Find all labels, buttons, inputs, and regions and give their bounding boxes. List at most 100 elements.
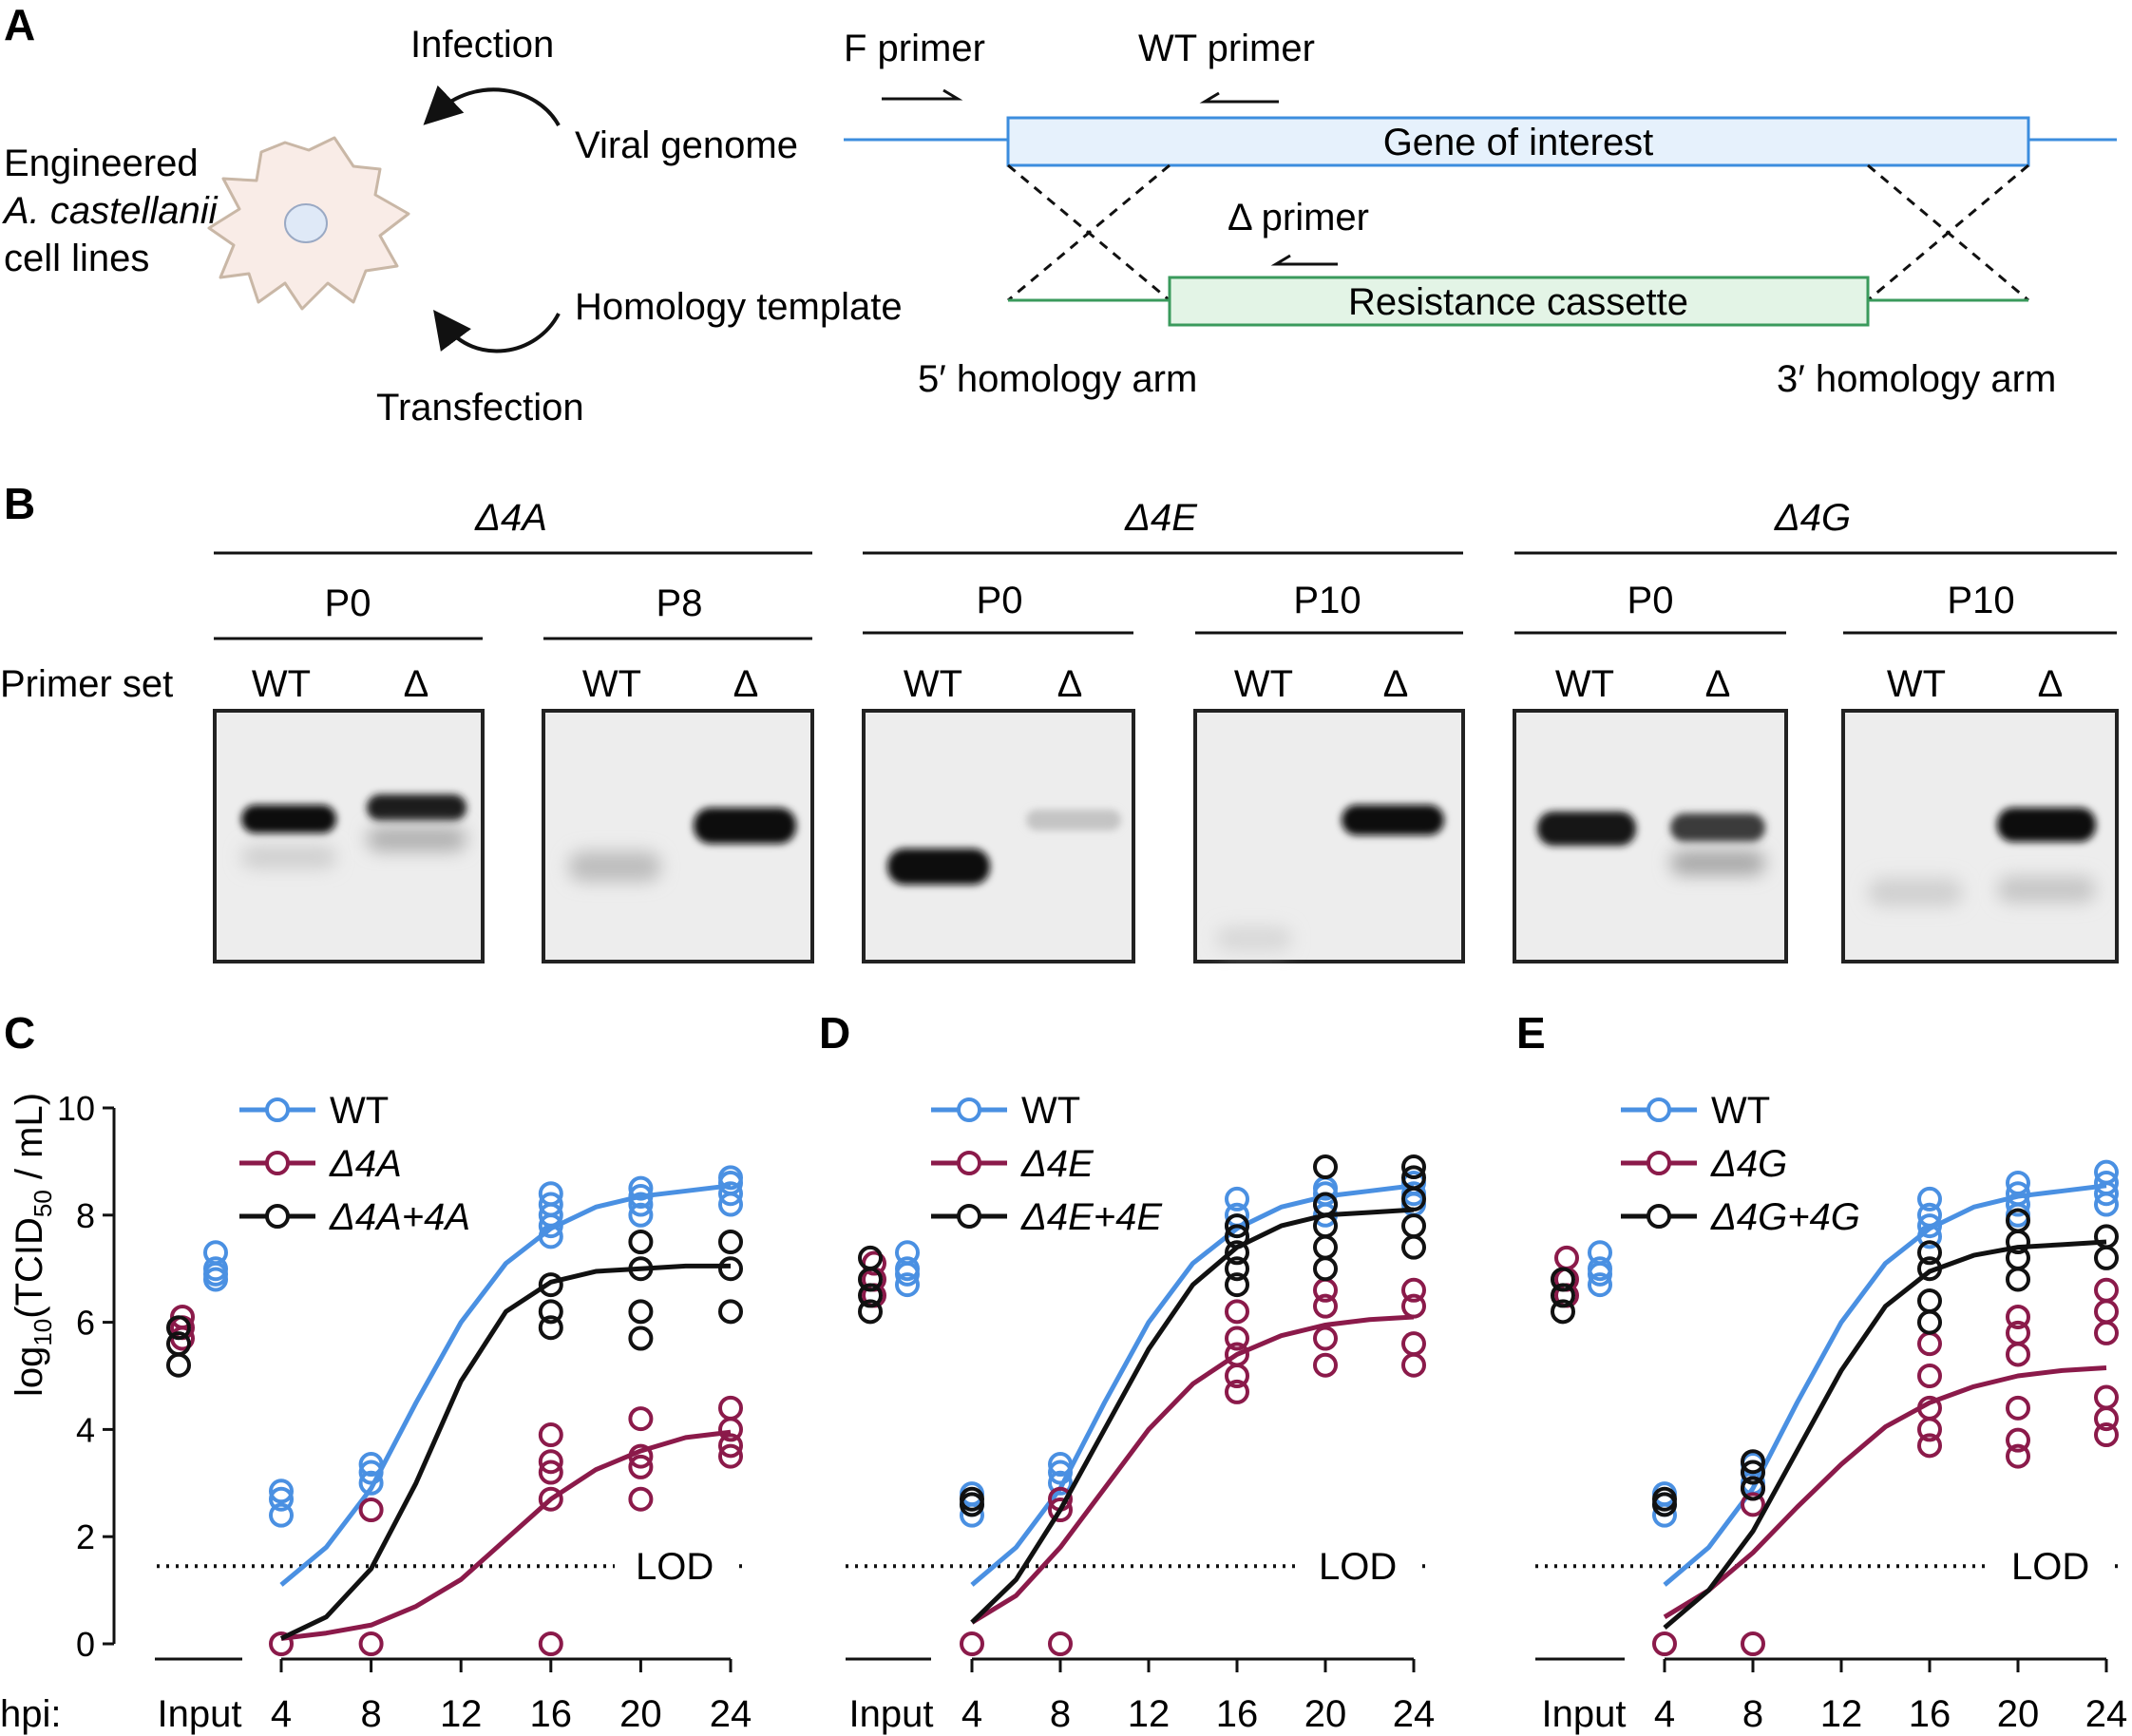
x-tick-label: Input	[1542, 1693, 1627, 1735]
data-point	[1225, 1224, 1249, 1250]
data-point	[1917, 1186, 1942, 1211]
data-point	[1048, 1470, 1073, 1496]
y-tick-label: 4	[76, 1410, 95, 1449]
data-point	[1225, 1256, 1249, 1282]
data-point	[538, 1192, 563, 1217]
input-point	[1551, 1299, 1575, 1325]
x-tick-label: 24	[1393, 1693, 1436, 1735]
legend-marker	[957, 1204, 981, 1229]
input-point	[1551, 1267, 1575, 1292]
data-point	[358, 1631, 384, 1656]
lane-label: Δ	[1383, 663, 1409, 705]
x-tick-label: 4	[961, 1693, 982, 1735]
data-point	[1401, 1154, 1426, 1180]
cell-line-label-3: cell lines	[4, 238, 149, 279]
lane-label: WT	[904, 663, 962, 705]
lane-label: Δ	[1705, 663, 1731, 705]
f-primer-label: F primer	[844, 28, 985, 69]
passage-label-d4e-p10: P10	[1293, 580, 1361, 621]
data-point	[1741, 1459, 1765, 1485]
cell-line-label-2: A. castellanii	[2, 190, 219, 232]
fit-curve	[280, 1429, 732, 1641]
data-point	[269, 1502, 294, 1528]
data-point	[628, 1299, 654, 1325]
data-point	[2006, 1267, 2030, 1292]
data-point	[538, 1459, 563, 1485]
passage-label-d4a-p8: P8	[657, 582, 703, 624]
data-point	[1048, 1459, 1073, 1485]
y-tick-label: 10	[57, 1089, 95, 1128]
data-point	[2094, 1245, 2119, 1270]
panel-letter-e: E	[1516, 1008, 1546, 1058]
passage-label-d4g-p0: P0	[1628, 580, 1674, 621]
fit-curve	[1663, 1365, 2107, 1619]
input-point	[895, 1272, 920, 1298]
legend-label: Δ4G	[1710, 1143, 1787, 1185]
fit-curve	[279, 1263, 731, 1641]
legend-label: Δ4E	[1020, 1143, 1095, 1185]
data-point	[1401, 1293, 1426, 1319]
lane-label: WT	[1234, 663, 1293, 705]
data-point	[718, 1433, 743, 1459]
gel-image-d4a-p0	[213, 709, 485, 963]
x-tick-label: 20	[1304, 1693, 1347, 1735]
legend-marker	[957, 1151, 981, 1175]
data-point	[718, 1299, 743, 1325]
data-point	[1225, 1240, 1249, 1266]
x-tick-label: 4	[1654, 1693, 1675, 1735]
data-point	[1313, 1234, 1338, 1260]
panel-letter-c: C	[4, 1008, 35, 1058]
data-point	[538, 1422, 563, 1448]
delta-primer-label: Δ primer	[1228, 197, 1369, 238]
lane-label: WT	[582, 663, 641, 705]
data-point	[2094, 1159, 2119, 1185]
y-tick-label: 8	[76, 1196, 95, 1235]
data-point	[628, 1443, 654, 1469]
input-point	[858, 1245, 883, 1270]
legend-label: WT	[1021, 1090, 1080, 1132]
infection-label: Infection	[410, 24, 554, 66]
data-point	[628, 1184, 654, 1210]
data-point	[1917, 1433, 1942, 1459]
data-point	[1917, 1309, 1942, 1335]
gel-image-d4e-p10	[1193, 709, 1465, 963]
legend-label: Δ4G+4G	[1710, 1196, 1860, 1238]
fit-curve	[279, 1183, 732, 1587]
data-point	[1741, 1631, 1765, 1656]
data-point	[628, 1406, 654, 1432]
data-point	[1917, 1331, 1942, 1357]
data-point	[1313, 1326, 1338, 1351]
data-point	[1313, 1256, 1338, 1282]
legend-marker	[1647, 1151, 1671, 1175]
x-tick-label: 12	[1128, 1693, 1171, 1735]
data-point	[628, 1202, 654, 1228]
data-point	[1313, 1154, 1338, 1180]
data-point	[538, 1181, 563, 1207]
data-point	[538, 1315, 563, 1341]
transfection-label: Transfection	[376, 387, 584, 429]
legend-label: WT	[330, 1090, 389, 1132]
data-point	[1225, 1379, 1249, 1404]
data-point	[1401, 1234, 1426, 1260]
data-point	[1917, 1288, 1942, 1314]
data-point	[358, 1452, 384, 1478]
data-point	[269, 1486, 294, 1512]
legend-label: Δ4A	[329, 1143, 402, 1185]
legend-marker	[265, 1204, 290, 1229]
data-point	[2006, 1342, 2030, 1367]
data-point	[1741, 1449, 1765, 1475]
data-point	[628, 1454, 654, 1479]
passage-label-d4a-p0: P0	[325, 582, 371, 624]
data-point	[628, 1486, 654, 1512]
primer-set-label: Primer set	[0, 663, 173, 705]
data-point	[718, 1230, 743, 1254]
gene-of-interest-box	[1006, 116, 2030, 167]
crossover-lines	[1007, 163, 2029, 302]
lane-label: Δ	[733, 663, 759, 705]
data-point	[718, 1256, 743, 1282]
input-point	[170, 1304, 195, 1329]
data-point	[1225, 1272, 1249, 1298]
data-point	[2094, 1170, 2119, 1195]
